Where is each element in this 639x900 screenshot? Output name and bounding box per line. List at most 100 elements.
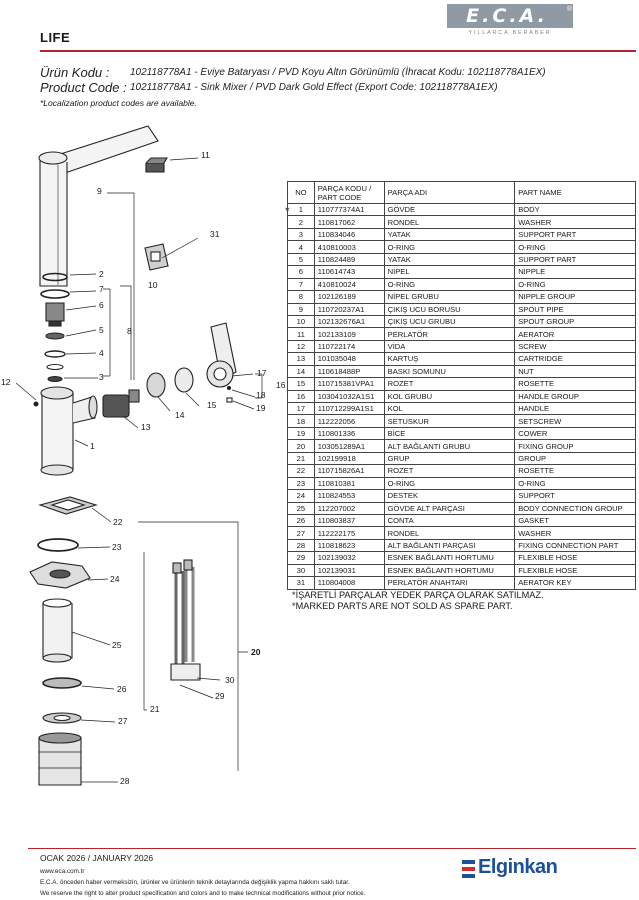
cell-no: 31	[287, 576, 315, 590]
callout-label: 23	[112, 542, 122, 552]
cell-part-name: CARTRIDGE	[514, 352, 636, 366]
exploded-view-drawing	[15, 125, 263, 786]
body-lower-part-25	[42, 598, 73, 663]
cell-parca-adi: GRUP	[383, 451, 516, 466]
cell-part-name: WASHER	[514, 215, 636, 229]
washer-oring-stack	[40, 272, 70, 383]
callout-label: 15	[207, 400, 217, 410]
cell-parca-adi: SETUSKUR	[383, 414, 516, 428]
cell-parca-adi: ALT BAĞLANTI PARÇASI	[383, 538, 516, 553]
cell-no: 9	[287, 302, 315, 316]
callout-label: 11	[201, 150, 210, 160]
cell-parca-adi: O-RİNG	[383, 476, 516, 491]
callout-label: 16	[276, 380, 286, 390]
cell-no: 4	[287, 240, 315, 254]
cell-no: 19	[287, 426, 315, 441]
callout-label: 3	[99, 372, 104, 382]
cell-part-code: 110722174	[313, 339, 385, 354]
cell-part-name: FLEXIBLE HOSE	[514, 551, 636, 565]
cell-no: 27	[287, 526, 315, 540]
elginkan-text: Elginkan	[478, 856, 558, 878]
cell-part-name: SUPPORT PART	[514, 227, 636, 242]
cell-part-name: SUPPORT	[514, 489, 636, 503]
cell-part-name: BODY	[514, 202, 636, 217]
cell-parca-adi: PERLATÖR	[383, 327, 516, 341]
callout-label: 5	[99, 325, 104, 335]
cell-part-name: FIXING CONNECTION PART	[514, 538, 636, 553]
localization-note: *Localization product codes are availabl…	[40, 98, 197, 108]
elginkan-logo: Elginkan	[461, 855, 611, 885]
washer-27	[42, 712, 82, 724]
cell-part-name: AERATOR	[514, 327, 636, 341]
cell-no: 26	[287, 513, 315, 528]
header-divider	[40, 50, 636, 52]
cell-part-code: 110618488P	[313, 364, 385, 379]
logo-tagline: YILLARCA BERABER	[468, 30, 552, 36]
cell-parca-adi: ESNEK BAĞLANTI HORTUMU	[383, 551, 516, 565]
cell-parca-adi: NİPEL GRUBU	[383, 290, 516, 304]
cell-part-code: 110614743	[313, 265, 385, 279]
cell-parca-adi: ALT BAĞLANTI GRUBU	[383, 439, 516, 453]
cell-part-name: NIPPLE	[514, 265, 636, 279]
header-parca-adi: PARÇA ADI	[383, 181, 516, 204]
cell-part-code: 110818623	[313, 538, 385, 553]
series-title: LIFE	[40, 30, 71, 45]
cell-parca-adi: ESNEK BAĞLANTI HORTUMU	[383, 563, 516, 578]
cover-part	[226, 397, 233, 403]
cell-part-code: 103041032A1S1	[313, 389, 385, 404]
cell-no: 22	[287, 464, 315, 478]
cell-part-code: 110712299A1S1	[313, 401, 385, 416]
cell-no: 11	[287, 327, 315, 341]
callout-label: 27	[118, 716, 128, 726]
cell-parca-adi: NİPEL	[383, 265, 516, 279]
cell-part-name: COWER	[514, 426, 636, 441]
cell-parca-adi: O-RİNG	[383, 240, 516, 254]
oring-23	[37, 538, 79, 552]
aerator-key-part	[144, 243, 169, 271]
cell-part-code: 110804008	[313, 576, 385, 590]
callout-label: 31	[210, 229, 220, 239]
cell-part-code: 102139032	[313, 551, 385, 565]
header-no: NO	[287, 181, 315, 204]
cell-no: 5	[287, 252, 315, 267]
footer-disclaimer-en: We reserve the right to alter product sp…	[40, 890, 366, 897]
cell-no: 15	[287, 377, 315, 391]
cell-part-name: AERATOR KEY	[514, 576, 636, 590]
cell-part-code: 112222056	[313, 414, 385, 428]
callout-label: 18	[256, 390, 266, 400]
cell-parca-adi: O-RİNG	[383, 277, 516, 292]
callout-label: 1	[90, 441, 95, 451]
logo-text: E.C.A.	[466, 5, 548, 27]
cell-part-name: HANDLE GROUP	[514, 389, 636, 404]
cell-parca-adi: ÇIKIŞ UCU BORUSU	[383, 302, 516, 316]
cell-parca-adi: YATAK	[383, 252, 516, 267]
cell-part-code: 110810381	[313, 476, 385, 491]
gasket-26	[42, 677, 82, 689]
footer-website: www.eca.com.tr	[40, 868, 85, 875]
cell-part-name: SETSCREW	[514, 414, 636, 428]
cell-part-name: FLEXIBLE HOSE	[514, 563, 636, 578]
cell-parca-adi: YATAK	[383, 227, 516, 242]
header-part-code: PARÇA KODU / PART CODE	[313, 181, 385, 204]
cell-parca-adi: RONDEL	[383, 215, 516, 229]
cell-no: 18	[287, 414, 315, 428]
elginkan-mark-icon	[462, 860, 475, 878]
cell-parca-adi: KOL	[383, 401, 516, 416]
cell-part-code: 110715826A1	[313, 464, 385, 478]
cell-part-name: O-RING	[514, 277, 636, 292]
cell-no: 3	[287, 227, 315, 242]
cell-part-code: 103051289A1	[313, 439, 385, 453]
spare-note-tr: *İŞARETLİ PARÇALAR YEDEK PARÇA OLARAK SA…	[292, 590, 544, 600]
callout-label: 8	[127, 326, 132, 336]
